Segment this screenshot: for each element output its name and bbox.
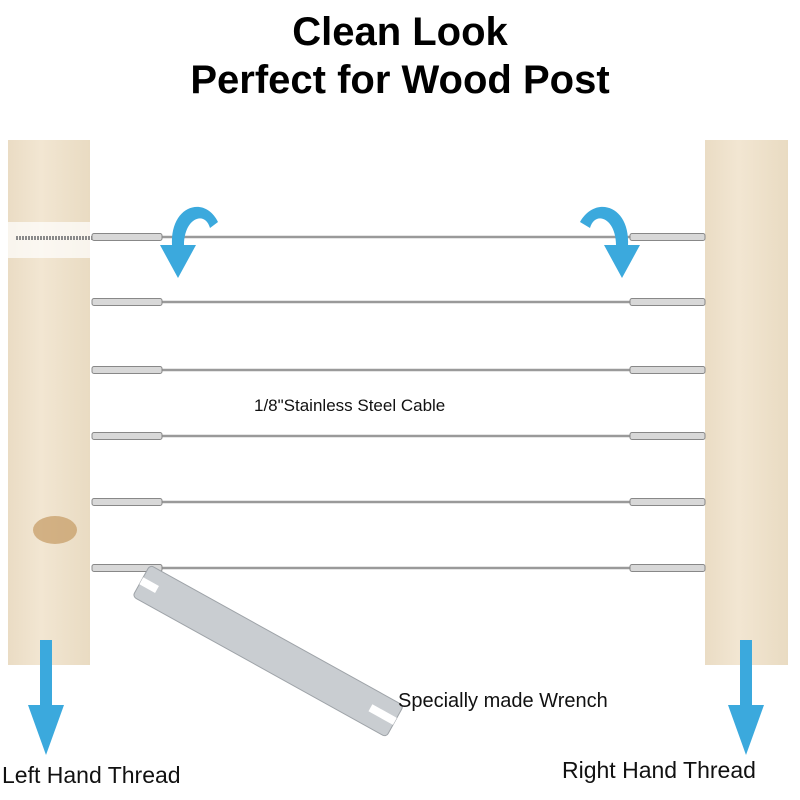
- left-fitting: [91, 298, 163, 306]
- right-fitting: [629, 366, 706, 374]
- left-down-arrow-icon: [28, 640, 64, 755]
- right-fitting: [629, 432, 706, 440]
- rotate-right-arrow-icon: [580, 206, 640, 278]
- title-line-2: Perfect for Wood Post: [190, 58, 610, 102]
- left-fitting: [91, 366, 163, 374]
- right-fitting: [629, 498, 706, 506]
- rotate-left-arrow-icon: [160, 206, 218, 278]
- right-fitting: [629, 298, 706, 306]
- right-fitting: [629, 564, 706, 572]
- right-fitting: [629, 233, 706, 241]
- wood-knot: [33, 516, 77, 544]
- right-wood-post: [705, 140, 788, 665]
- right-thread-label: Right Hand Thread: [562, 757, 756, 783]
- left-fitting: [91, 564, 163, 572]
- left-fitting: [91, 233, 163, 241]
- title-line-1: Clean Look: [292, 10, 508, 54]
- wrench: [133, 565, 403, 737]
- left-fitting: [91, 498, 163, 506]
- left-fitting: [91, 432, 163, 440]
- cable-label: 1/8"Stainless Steel Cable: [254, 396, 446, 415]
- left-thread-label: Left Hand Thread: [2, 762, 181, 788]
- wrench-label: Specially made Wrench: [398, 690, 608, 712]
- right-down-arrow-icon: [728, 640, 764, 755]
